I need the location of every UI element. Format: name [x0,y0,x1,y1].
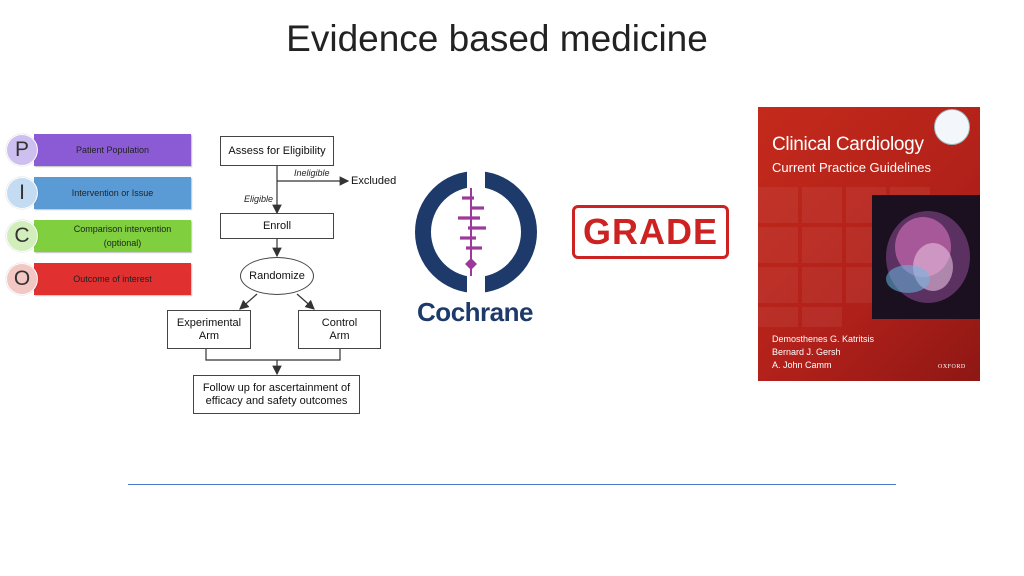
book-publisher: OXFORD [938,364,966,370]
cochrane-diamond [465,258,477,270]
divider-line [128,484,896,485]
book-badge [934,109,970,145]
pico-bar-i: Intervention or Issue [34,177,191,209]
pico-circle-p: P [6,134,38,166]
cochrane-logo-text: Cochrane [417,297,533,327]
book-cover: Clinical Cardiology Current Practice Gui… [758,107,980,381]
label-excluded: Excluded [351,175,397,187]
book-subtitle: Current Practice Guidelines [772,160,931,175]
pico-circle-c: C [6,220,38,252]
box-followup: Follow up for ascertainment of efficacy … [193,375,360,414]
ellipse-randomize: Randomize [240,257,314,295]
label-ineligible: Ineligible [294,168,330,178]
arrow-to-control [296,293,315,310]
box-control-arm: Control Arm [298,310,381,349]
grade-logo-text: GRADE [582,211,718,252]
pico-bar-p: Patient Population [34,134,191,166]
grade-logo: GRADE [572,205,729,259]
cochrane-ring-gap [467,170,485,294]
pico-bar-o: Outcome of interest [34,263,191,295]
cochrane-logo-mark [415,170,537,294]
book-title: Clinical Cardiology [772,134,924,155]
book-cover-pattern [758,187,980,327]
slide-title: Evidence based medicine [286,18,708,59]
label-eligible: Eligible [244,194,274,204]
trial-flowchart: Assess for Eligibility Ineligible Exclud… [160,128,410,428]
pico-circle-o: O [6,263,38,295]
box-enroll: Enroll [220,213,334,239]
arrow-to-experimental [239,293,258,310]
connector-arms [205,349,341,361]
pico-bar-c: Comparison intervention (optional) [34,220,191,252]
book-author-2: Bernard J. Gersh [772,347,841,357]
book-author-1: Demosthenes G. Katritsis [772,334,875,344]
book-author-3: A. John Camm [772,360,832,370]
box-experimental-arm: Experimental Arm [167,310,251,349]
box-assess-eligibility: Assess for Eligibility [220,136,334,166]
pico-circle-i: I [6,177,38,209]
flowchart-connectors [205,166,350,376]
